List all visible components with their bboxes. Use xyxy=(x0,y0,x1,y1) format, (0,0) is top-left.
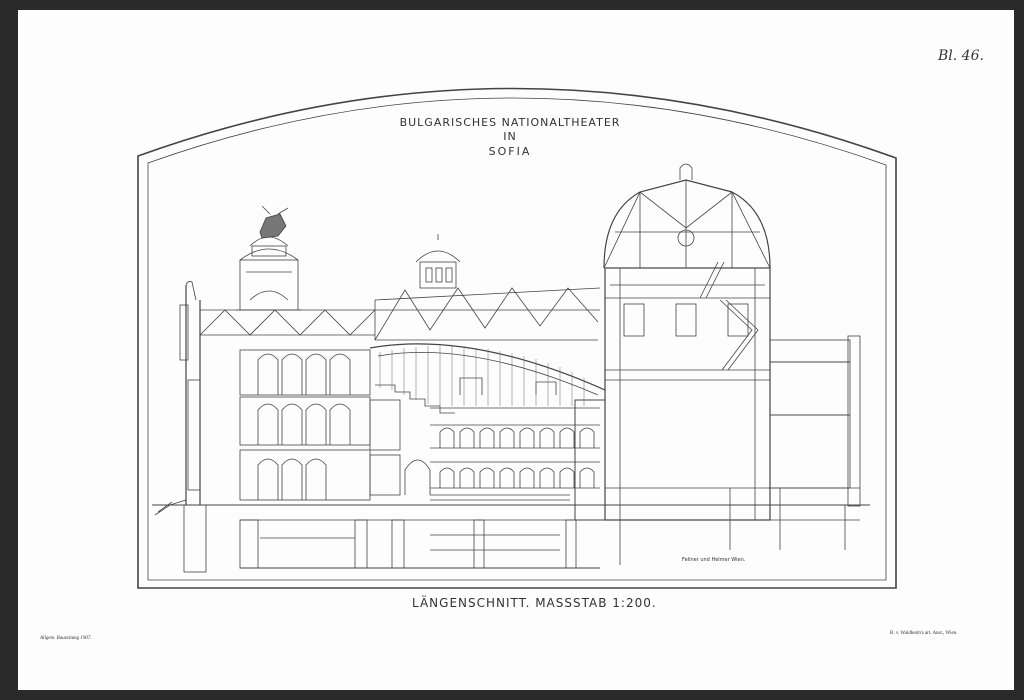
arched-frame xyxy=(137,87,897,589)
drawing-title-in: IN xyxy=(503,130,517,143)
longitudinal-section xyxy=(152,163,870,573)
architect-signature: Fellner und Helmer Wien. xyxy=(682,557,746,563)
printer-credit: R. v. Waldheim's art. Anst., Wien. xyxy=(890,631,958,636)
publication-credit: Allgem. Bauzeitung 1907. xyxy=(40,636,92,641)
plate-number: Bl. 46. xyxy=(938,48,984,64)
auditorium-tiers xyxy=(430,377,600,489)
foyer-arches xyxy=(257,353,351,500)
drawing-title: BULGARISCHES NATIONALTHEATER xyxy=(399,116,621,129)
section-caption: LÄNGENSCHNITT. MASSSTAB 1:200. xyxy=(412,596,657,610)
drawing-title-city: SOFIA xyxy=(488,145,532,158)
ornament-shading xyxy=(379,346,585,406)
